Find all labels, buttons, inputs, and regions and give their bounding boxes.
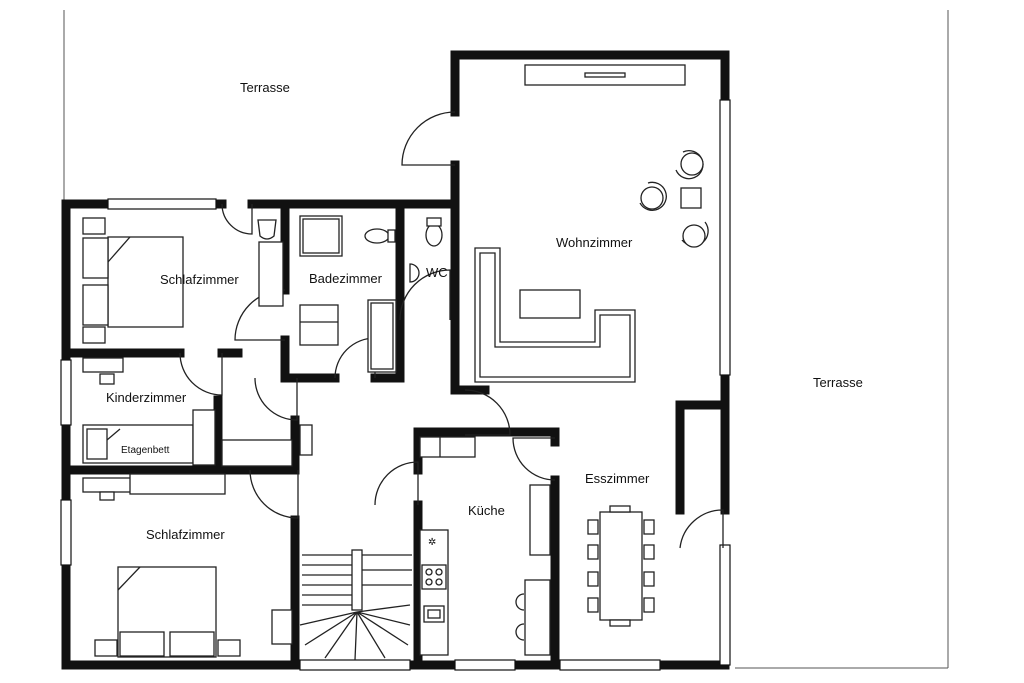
room-labels: Terrasse Terrasse Schlafzimmer Badezimme…	[106, 80, 863, 542]
door-swings	[179, 111, 724, 549]
label-bathroom: Badezimmer	[309, 271, 383, 286]
terrace-outline	[63, 10, 949, 669]
bed-upper	[82, 217, 284, 344]
staircase	[299, 549, 412, 661]
bed-lower	[82, 473, 293, 658]
label-bedroom-lower: Schlafzimmer	[146, 527, 225, 542]
label-bunk-bed: Etagenbett	[121, 445, 170, 456]
label-kitchen: Küche	[468, 503, 505, 518]
bathroom-fixtures	[299, 215, 397, 373]
windows	[60, 99, 731, 671]
dining-set	[587, 505, 655, 627]
label-terrace-right: Terrasse	[813, 375, 863, 390]
interior-walls	[61, 199, 730, 670]
label-living-room: Wohnzimmer	[556, 235, 633, 250]
kitchen-furniture: ✲	[419, 436, 551, 656]
wc-fixtures	[409, 217, 443, 283]
svg-text:✲: ✲	[428, 537, 436, 548]
kids-room-furniture	[82, 357, 313, 467]
label-kids-room: Kinderzimmer	[106, 390, 187, 405]
label-bedroom-upper: Schlafzimmer	[160, 272, 239, 287]
label-dining-room: Esszimmer	[585, 471, 650, 486]
living-room-furniture	[474, 64, 709, 383]
label-wc: WC	[426, 265, 448, 280]
label-terrace-top: Terrasse	[240, 80, 290, 95]
